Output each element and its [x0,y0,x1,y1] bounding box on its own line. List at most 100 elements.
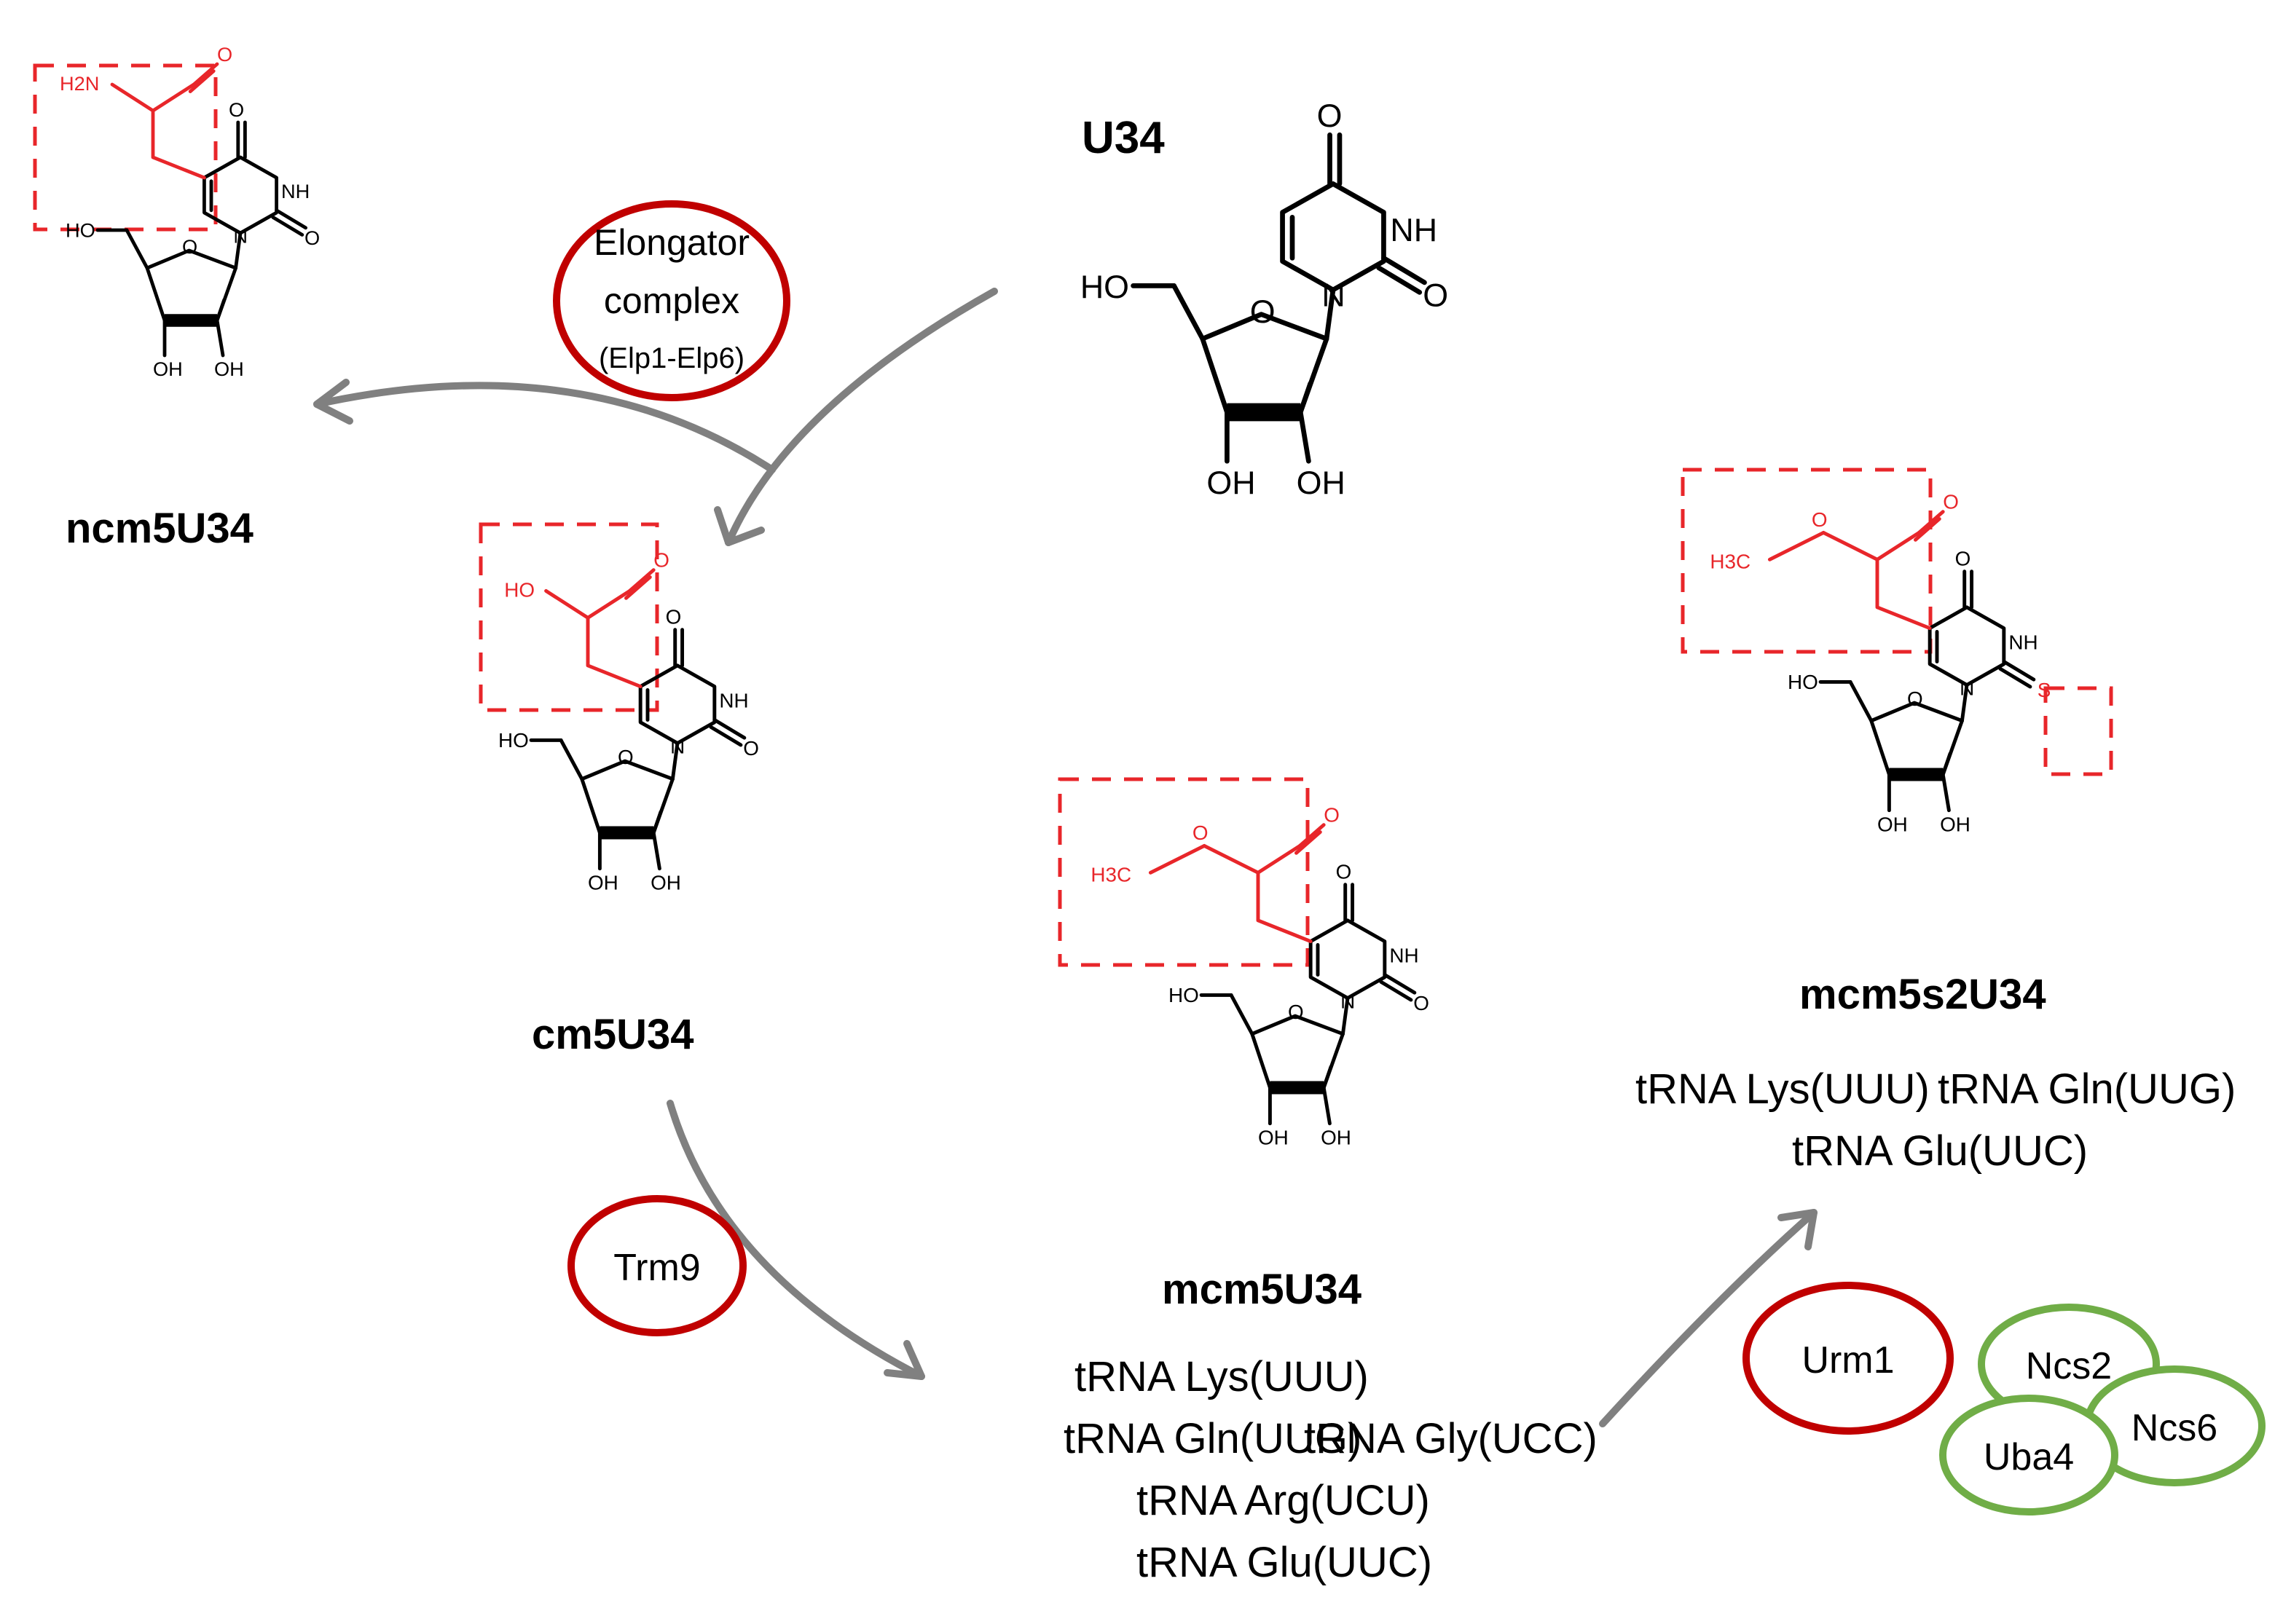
arrow-head-mcm5u34 [884,1340,925,1380]
atom-ho-carboxyl: HO [504,579,535,602]
arrow-mcm5u34-to-mcm5s2u34 [1599,1209,1818,1427]
atom-o-ring: O [182,235,197,258]
trna-gln-uug: tRNA Gln(UUG) [1938,1065,2236,1113]
atom-o-c4: O [1955,548,1971,570]
atom-oh-2prime: OH [214,358,244,380]
ncm5u34-structure: O NH O N HO OH OH O H2N O ncm5U34 [33,43,320,552]
elongator-label-line1: Elongator [594,222,750,263]
uba4-ellipse [1939,1395,2118,1515]
atom-oh-2prime: OH [651,871,681,894]
atom-n1: N [233,225,248,248]
atom-o-ester: O [1192,821,1209,844]
atom-n1: N [670,735,685,757]
ncs6-label: Ncs6 [2131,1407,2217,1449]
methyl-ester-highlight-box [1681,468,1933,654]
atom-o-c2: O [743,737,759,760]
atom-oh-3prime: OH [588,871,618,894]
label-mcm5s2u34: mcm5s2U34 [1799,971,2046,1018]
atom-h2n: H2N [60,72,99,95]
atom-ho-5prime: HO [66,219,95,242]
atom-o-ring: O [618,746,634,768]
trna-arg-ucu: tRNA Arg(UCU) [1136,1477,1430,1524]
atom-nh: NH [719,689,748,712]
atom-o-carbonyl: O [1943,491,1959,513]
atom-o-carbonyl: O [1324,804,1340,827]
arrow-head-ncm5u34 [313,379,353,425]
mcm5u34-structure: O NH O N HO OH OH O O O H3C mcm5U34 tRNA… [1058,777,1598,1586]
atom-o-c2: O [1413,992,1429,1014]
trna-gln-uug: tRNA Gln(UUG) [1064,1415,1361,1462]
atom-o-ring: O [1250,293,1276,330]
mcm5u34-skeleton: O NH O N HO OH OH O O O H3C [1091,804,1429,1149]
atom-o-ring: O [1288,1001,1304,1023]
atom-nh: NH [1390,212,1437,248]
label-mcm5u34: mcm5U34 [1162,1266,1361,1313]
atom-o-c4: O [666,606,682,628]
atom-o-carboxyl: O [653,549,669,572]
atom-nh: NH [2008,631,2038,653]
atom-oh-3prime: OH [153,358,183,380]
atom-o-amide: O [217,43,232,66]
trna-glu-uuc: tRNA Glu(UUC) [1792,1127,2088,1175]
atom-nh: NH [1389,944,1418,966]
thio-highlight-box [2043,686,2113,776]
atom-ho-5prime: HO [1080,269,1129,305]
methyl-ester-highlight-box [1058,777,1310,967]
enzyme-urm1: Urm1 [1742,1282,1954,1435]
atom-h3c: H3C [1710,551,1750,573]
atom-o-ring: O [1907,687,1923,710]
arrow-cm5u34-to-mcm5u34 [667,1100,925,1380]
trna-lys-uuu: tRNA Lys(UUU) [1074,1353,1369,1400]
trm9-label: Trm9 [613,1247,700,1289]
atom-oh-2prime: OH [1940,813,1970,835]
mcm5s2u34-structure: O NH S N HO OH OH O O O H3C mcm5s2U34 tR… [1635,468,2236,1175]
atom-o-c2: O [1423,277,1448,313]
u34-structure: U34 O NH O N HO OH OH O [1080,98,1448,501]
label-u34: U34 [1082,113,1165,163]
atom-n1: N [1960,677,1974,699]
elongator-ellipse [553,200,790,401]
atom-oh-3prime: OH [1258,1126,1289,1148]
cm5u34-skeleton: O NH O N HO OH OH O HO O [498,549,759,894]
mcm5u34-trna-list: tRNA Lys(UUU) tRNA Gln(UUG) tRNA Arg(UCU… [1064,1353,1598,1586]
atom-oh-3prime: OH [1877,813,1908,835]
elongator-label-line2: complex [604,280,739,321]
arrow-to-ncm5u34 [313,382,776,473]
arrow-head-mcm5s2u34 [1777,1209,1818,1250]
elongator-label-line3: (Elp1-Elp6) [599,342,744,374]
cm5u34-structure: O NH O N HO OH OH O HO O cm5U34 [479,522,759,1058]
atom-o-ester: O [1812,508,1828,531]
atom-ho-5prime: HO [1168,984,1199,1006]
atom-oh-2prime: OH [1321,1126,1351,1148]
enzyme-trm9: Trm9 [567,1195,747,1336]
atom-n1: N [1340,990,1355,1012]
mcm5s2u34-skeleton: O NH S N HO OH OH O O O H3C [1710,491,2051,836]
atom-o-c4: O [1336,861,1352,883]
label-cm5u34: cm5U34 [532,1011,693,1058]
atom-o-c2: O [304,226,320,249]
trna-gly-ucc: tRNA Gly(UCC) [1304,1415,1598,1462]
atom-ho-5prime: HO [498,729,529,752]
atom-nh: NH [281,180,310,202]
atom-n1: N [1321,277,1345,313]
reaction-arrows [313,288,1818,1427]
atom-s-c2: S [2038,679,2051,701]
arrow-head-cm5u34 [714,506,765,546]
urm1-ellipse [1742,1282,1954,1435]
mcm5s2u34-trna-list: tRNA Lys(UUU) tRNA Gln(UUG) tRNA Glu(UUC… [1635,1065,2236,1175]
trm9-ellipse [567,1195,747,1336]
label-ncm5u34: ncm5U34 [66,505,254,552]
atom-o-c4: O [1317,98,1343,134]
carboxyl-highlight-box [479,522,659,712]
urm1-label: Urm1 [1801,1339,1894,1381]
trna-glu-uuc: tRNA Glu(UUC) [1136,1539,1432,1586]
atom-oh-3prime: OH [1206,465,1255,501]
uba4-label: Uba4 [1984,1436,2074,1478]
u34-skeleton: O NH O N HO OH OH O [1080,98,1448,501]
ncs2-label: Ncs2 [2026,1345,2112,1387]
atom-oh-2prime: OH [1297,465,1345,501]
arrow-u34-to-cm5u34 [725,288,998,546]
ncm5u34-skeleton: O NH O N HO OH OH O H2N O [60,43,320,380]
sulfur-relay-enzymes: Ncs2 Ncs6 Uba4 [1939,1304,2266,1515]
